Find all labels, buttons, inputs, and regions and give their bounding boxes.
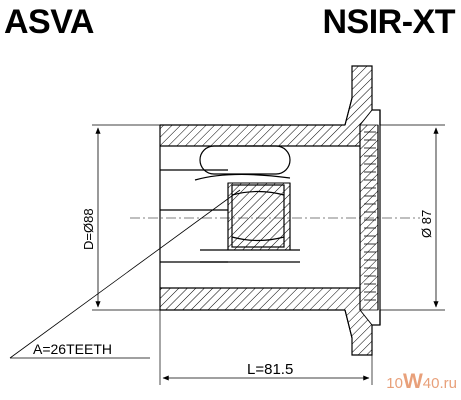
brand-name: ASVA [4, 3, 94, 41]
hatched-section [159, 65, 379, 356]
watermark-logo: 10W40.ru [386, 370, 457, 394]
watermark-mid: W [402, 370, 423, 393]
watermark-prefix: 10 [386, 375, 403, 392]
part-number: NSIR-XT [322, 3, 456, 41]
dimension-length-label: L=81.5 [247, 361, 293, 378]
dimension-lines [9, 127, 439, 381]
watermark-suffix: 40.ru [422, 375, 457, 392]
extension-lines [92, 124, 445, 385]
dimension-height-label: D=Ø88 [81, 208, 96, 250]
dimension-bore-label: Ø 87 [419, 210, 434, 238]
dimension-teeth-label: A=26TEETH [33, 341, 112, 357]
ball-track [194, 145, 300, 263]
spline-teeth [364, 131, 376, 301]
